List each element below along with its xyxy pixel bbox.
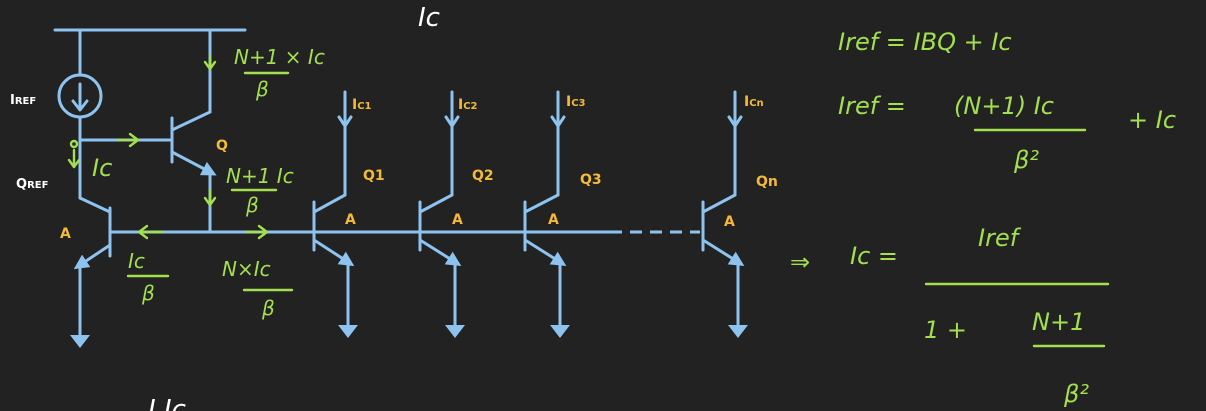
arrow-qref-collector [67, 148, 81, 169]
q-base-current-den: β [255, 77, 269, 101]
q-emitter-current-den: β [245, 193, 259, 217]
node-a-q1: A [345, 212, 356, 228]
top-ic-note: Ic [418, 3, 440, 33]
equation-2-den: β² [1013, 146, 1039, 174]
q1-name: Q1 [363, 168, 385, 184]
ic1-label: IC1 [352, 97, 372, 113]
transistor-q3 [523, 90, 570, 338]
q3-name: Q3 [580, 172, 602, 188]
equation-2-num: (N+1) Ic [954, 92, 1054, 120]
arrow-node-to-q [116, 132, 140, 148]
icn-label: ICn [744, 94, 764, 110]
ic3-label: IC3 [566, 94, 586, 110]
node-a-q3: A [548, 212, 559, 228]
qref-base-den: β [141, 281, 155, 305]
arrow-bus-right [244, 224, 269, 240]
ic2-label: IC2 [458, 97, 478, 113]
transistor-qn [701, 90, 748, 338]
arrow-bus-left [137, 224, 164, 240]
transistor-q2 [418, 90, 465, 338]
equation-3-den-one: 1 + [924, 316, 967, 344]
bottom-partial-note: I Ic [148, 395, 186, 411]
equation-3-lhs: Ic = [850, 242, 898, 270]
transistor-q1 [312, 90, 358, 338]
node-a-qn: A [724, 214, 735, 230]
q2-name: Q2 [472, 168, 494, 184]
ic-left-note: Ic [92, 154, 112, 182]
qref-base-num: Ic [128, 249, 145, 273]
transistor-qref [73, 206, 112, 270]
equation-3-den-num: N+1 [1032, 308, 1085, 336]
arrow-q-collector [203, 54, 217, 71]
qn-name: Qn [756, 174, 778, 190]
q-base-current-num: N+1 × Ic [234, 45, 325, 69]
arrow-q-emitter [203, 188, 217, 207]
ground-arrow-qref [70, 335, 90, 348]
transistor-q [170, 110, 217, 176]
qref-label: QREF [16, 177, 48, 192]
mirror-base-num: N×Ic [222, 257, 271, 281]
equation-3-den-den: β² [1063, 380, 1089, 408]
node-q-label: Q [216, 138, 228, 154]
equation-3-arrow: ⇒ [790, 248, 810, 276]
iref-label: IREF [10, 93, 36, 108]
node-dot [69, 139, 79, 149]
equation-2-lhs: Iref = [838, 92, 906, 120]
circuit [53, 28, 748, 348]
equation-3-num: Iref [978, 224, 1022, 252]
mirror-base-den: β [261, 296, 275, 320]
current-source-iref [57, 73, 103, 119]
equation-2-tail: + Ic [1128, 106, 1176, 134]
equation-1: Iref = IBQ + Ic [838, 28, 1012, 56]
node-a-qref: A [60, 226, 71, 242]
node-a-q2: A [452, 212, 463, 228]
q-emitter-current-num: N+1 Ic [226, 164, 294, 188]
